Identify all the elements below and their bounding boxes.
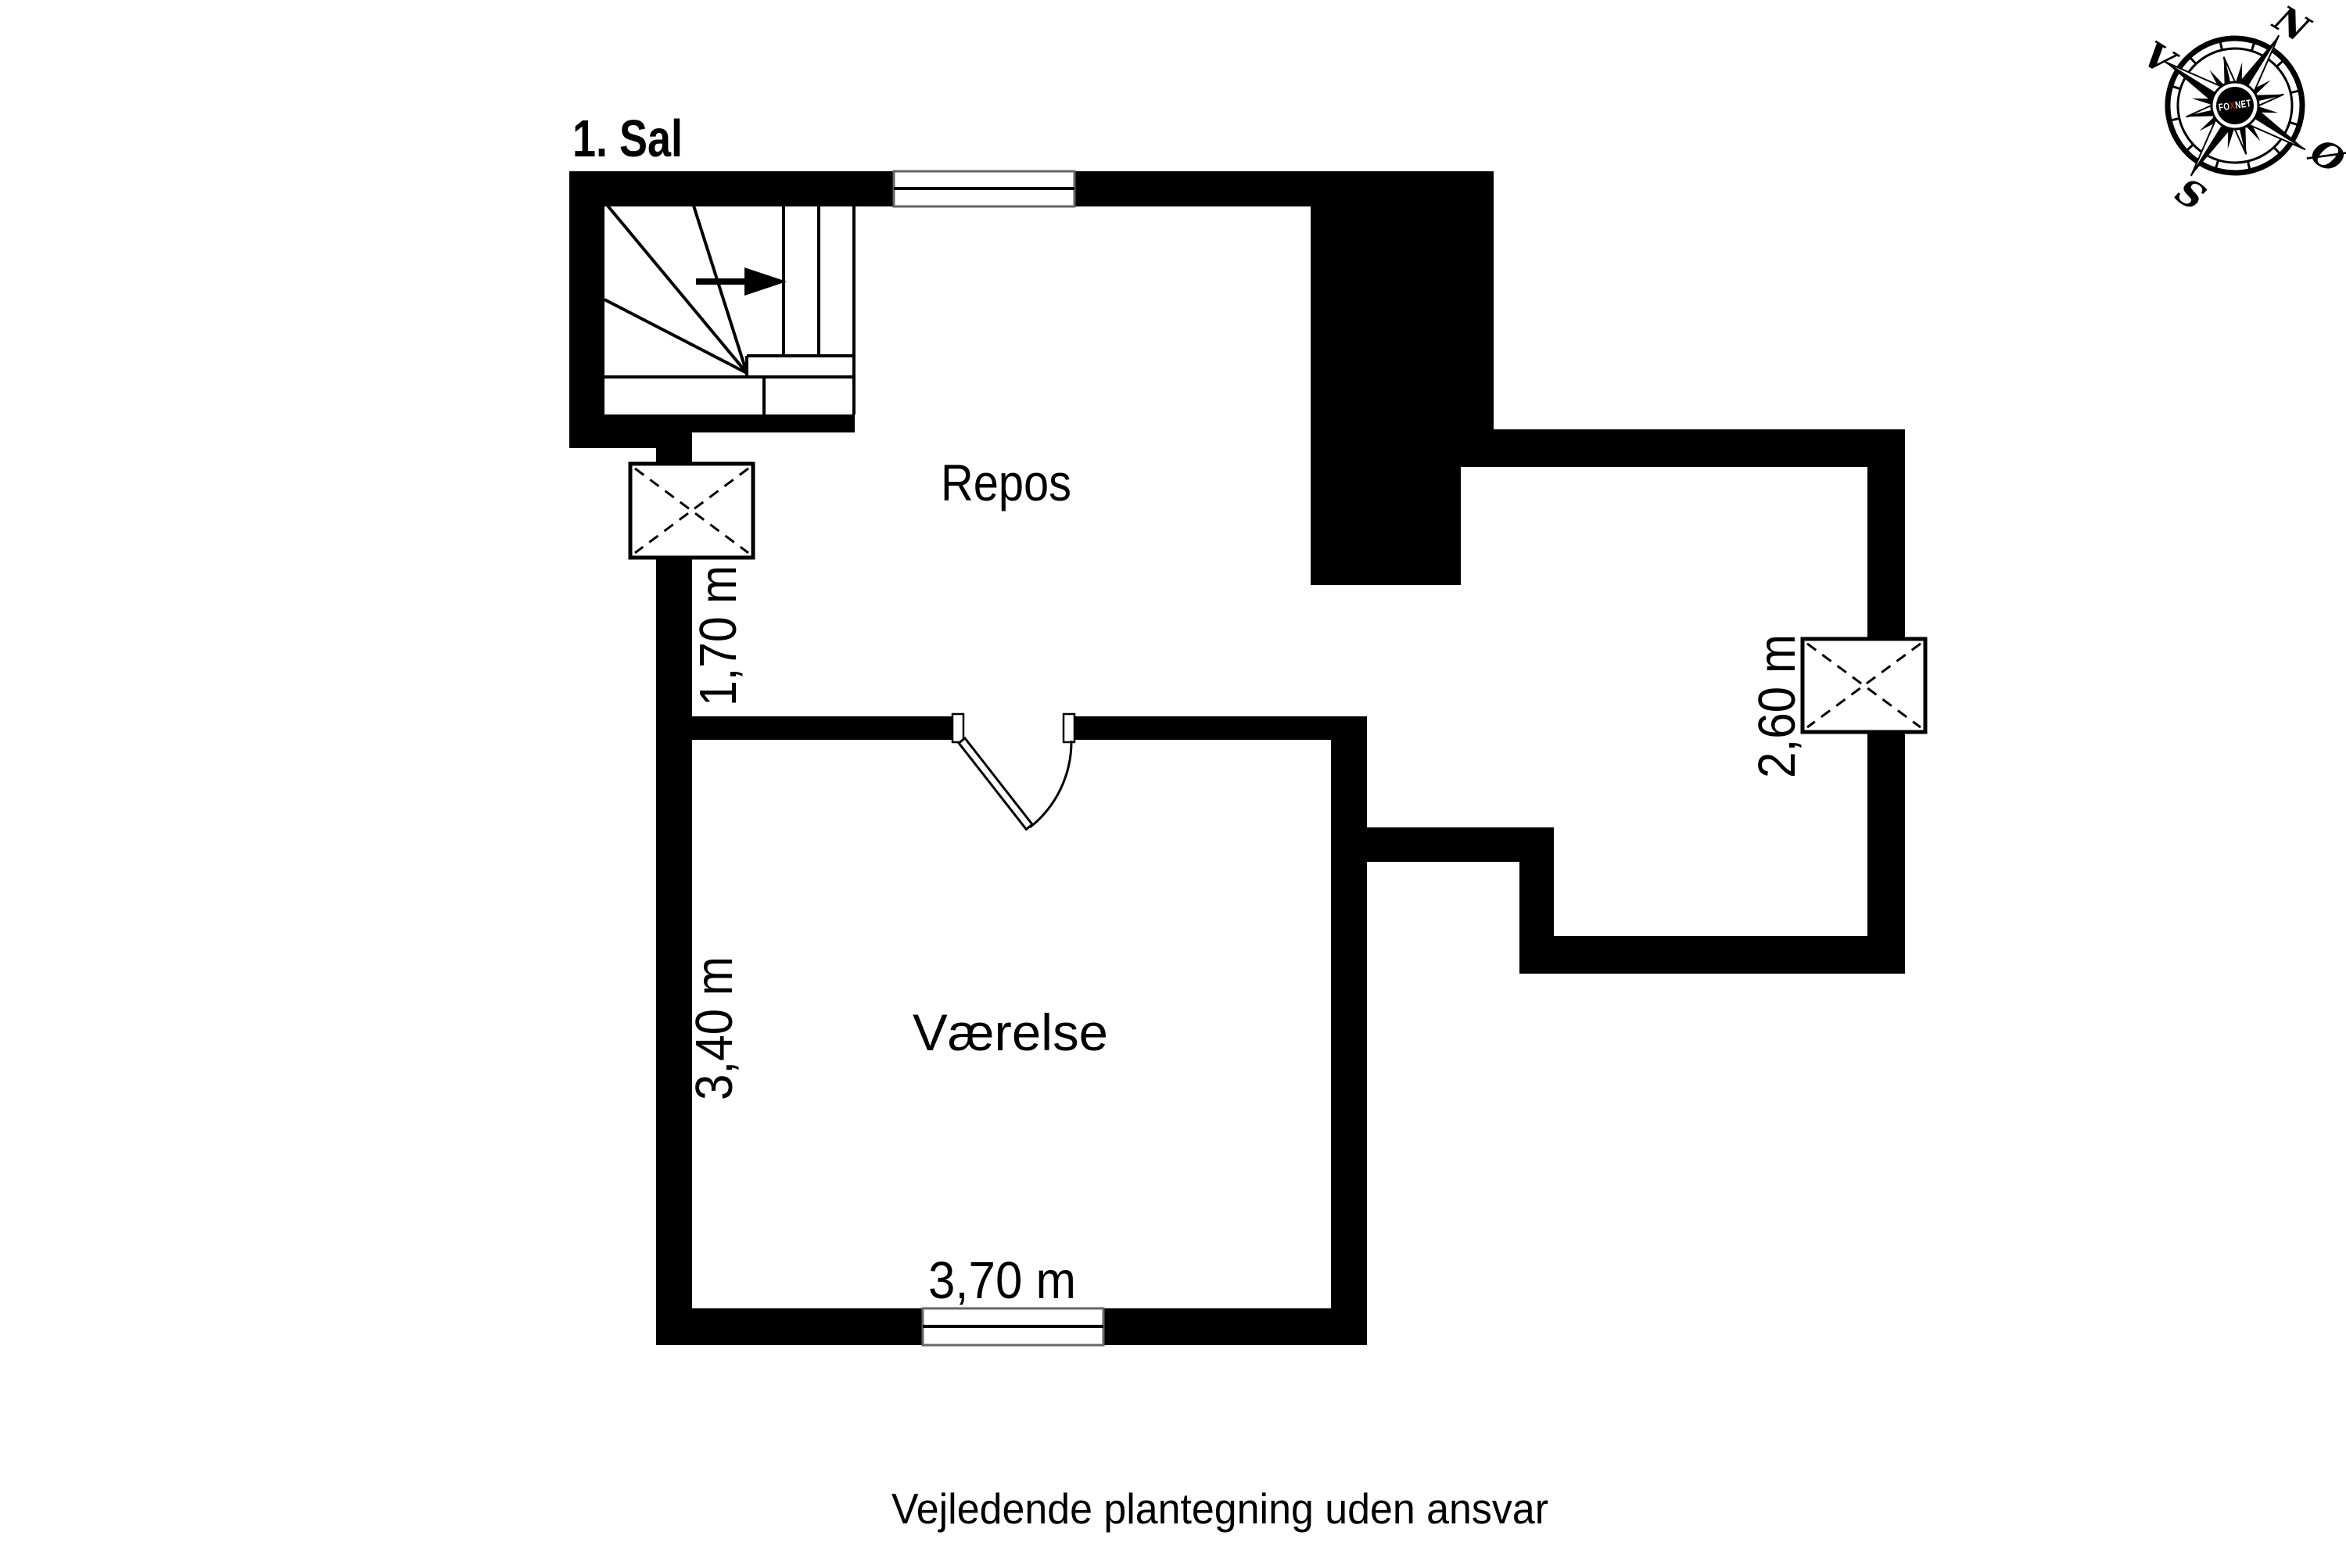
wall-segment [1069, 716, 1367, 740]
compass-label-east: Ø [2301, 129, 2346, 183]
shaft-outline [1800, 637, 1928, 734]
door-swing-arc [1029, 740, 1073, 829]
stair-direction-arrow-icon [696, 267, 787, 296]
stair [604, 204, 856, 414]
room-label-repos: Repos [941, 454, 1071, 511]
logo-part: NET [2234, 97, 2252, 111]
page-title: 1. Sal [572, 109, 683, 168]
wall-segment [569, 171, 604, 448]
wall-segment [656, 432, 692, 1345]
wall-segment [1074, 171, 1494, 206]
shaft-diagonal [634, 467, 749, 554]
dimension-label-170: 1,70 m [689, 565, 748, 706]
compass-logo: FOXNET [2218, 97, 2252, 113]
compass-label-south: S [2168, 170, 2213, 219]
shaft-diagonal [1806, 642, 1921, 729]
footer-disclaimer: Vejledende plantegning uden ansvar [891, 1484, 1548, 1533]
stair-winder-line [604, 298, 748, 375]
wall-segment [604, 414, 855, 432]
shaft-box-left [628, 461, 755, 560]
window-bottom [921, 1307, 1105, 1347]
compass-rose-icon: FOXNET [2164, 34, 2306, 177]
dimension-label-260: 2,60 m [1748, 634, 1806, 778]
stair-winder-line [692, 205, 748, 374]
shaft-outline [628, 461, 755, 560]
wall-segment [1519, 936, 1905, 974]
door-leaf [956, 736, 1035, 831]
wall-segment [1311, 206, 1494, 467]
stair-winder-line [606, 204, 748, 375]
logo-accent: X [2229, 99, 2236, 112]
wall-segment [1494, 429, 1905, 467]
wall-segment [692, 716, 957, 740]
wall-segment [1311, 467, 1461, 585]
wall-segment [1331, 716, 1367, 1345]
shaft-box-right [1800, 637, 1928, 734]
walls [569, 171, 1905, 1345]
wall-segment [1103, 1308, 1367, 1345]
wall-segment [1519, 862, 1554, 936]
arrow-head [744, 267, 787, 296]
dimension-label-370: 3,70 m [928, 1251, 1076, 1310]
room-label-vaerelse: Værelse [913, 1003, 1108, 1061]
door [951, 712, 1076, 831]
door-jamb [951, 712, 965, 744]
window-top [892, 170, 1076, 208]
wall-segment [656, 1308, 923, 1345]
dimension-label-340: 3,40 m [685, 956, 744, 1100]
shaft-diagonal [634, 467, 749, 554]
logo-part: FO [2218, 100, 2230, 113]
wall-segment [1367, 827, 1554, 862]
compass-hub [2216, 87, 2254, 124]
wall-segment [569, 171, 894, 206]
compass-ring-ticks [2168, 39, 2301, 172]
door-jamb [1062, 712, 1076, 744]
compass-label-west: V [2136, 33, 2185, 85]
shaft-diagonal [1806, 642, 1921, 729]
